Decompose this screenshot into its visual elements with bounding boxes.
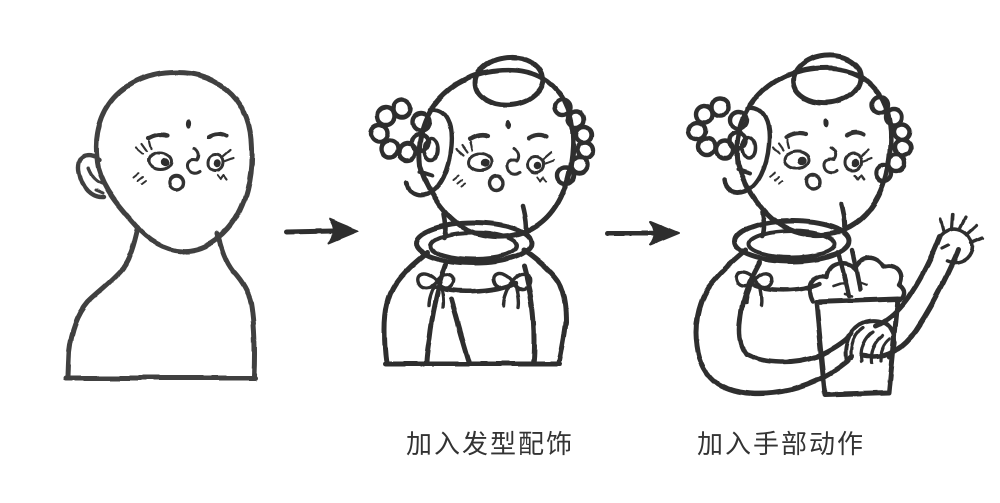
head-outline	[734, 65, 894, 238]
right-bead-bun	[869, 94, 914, 184]
collar-ring	[732, 218, 852, 264]
face	[453, 120, 554, 190]
face	[770, 118, 871, 188]
hair-patch	[790, 52, 864, 106]
right-bead-bun	[551, 96, 596, 186]
face	[133, 119, 234, 189]
figure-stage-2	[368, 54, 596, 367]
holding-hand	[844, 319, 898, 365]
body-outline	[382, 247, 569, 367]
body-outline	[693, 247, 863, 397]
waving-hand	[936, 213, 985, 266]
collar-ring	[414, 220, 534, 266]
left-bead-bun	[368, 98, 432, 163]
stage-caption-hairstyle: 加入发型配饰	[405, 429, 574, 459]
popcorn	[806, 255, 907, 304]
arrow-right-icon	[283, 218, 359, 244]
arrow-right-icon	[605, 220, 680, 246]
raised-arm	[859, 233, 961, 360]
hair-patch	[472, 54, 546, 108]
head-outline	[93, 69, 255, 254]
figure-stage-3	[686, 52, 985, 398]
left-bead-bun	[686, 96, 750, 161]
stage-caption-hand-gestures: 加入手部动作	[696, 429, 865, 459]
ear	[404, 107, 454, 198]
ear	[76, 153, 107, 200]
figure-stage-1	[63, 69, 258, 381]
ear	[722, 105, 772, 196]
body-outline	[63, 225, 258, 381]
popcorn-bucket	[806, 255, 907, 398]
